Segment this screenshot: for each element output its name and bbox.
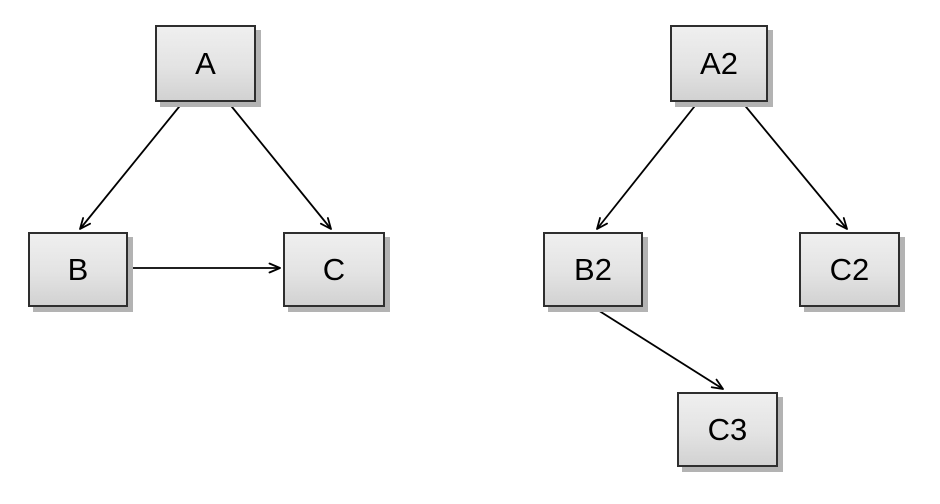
- edge-A-C[interactable]: [227, 101, 332, 230]
- edge-A-B[interactable]: [79, 101, 184, 230]
- node-label-B: B: [67, 252, 89, 287]
- node-B[interactable]: B: [28, 232, 128, 307]
- node-C3[interactable]: C3: [677, 392, 778, 467]
- node-label-C2: C2: [829, 252, 870, 287]
- edge-A2-B2[interactable]: [596, 101, 699, 230]
- node-C[interactable]: C: [283, 232, 385, 307]
- edge-B2-C3[interactable]: [592, 306, 724, 390]
- node-label-C3: C3: [707, 412, 748, 447]
- node-label-A: A: [195, 46, 216, 81]
- node-label-C: C: [322, 252, 346, 287]
- node-label-A2: A2: [700, 46, 738, 81]
- node-A2[interactable]: A2: [670, 25, 768, 102]
- node-C2[interactable]: C2: [799, 232, 900, 307]
- node-label-B2: B2: [574, 252, 612, 287]
- node-B2[interactable]: B2: [543, 232, 643, 307]
- edge-A2-C2[interactable]: [741, 101, 848, 230]
- node-A[interactable]: A: [155, 25, 256, 102]
